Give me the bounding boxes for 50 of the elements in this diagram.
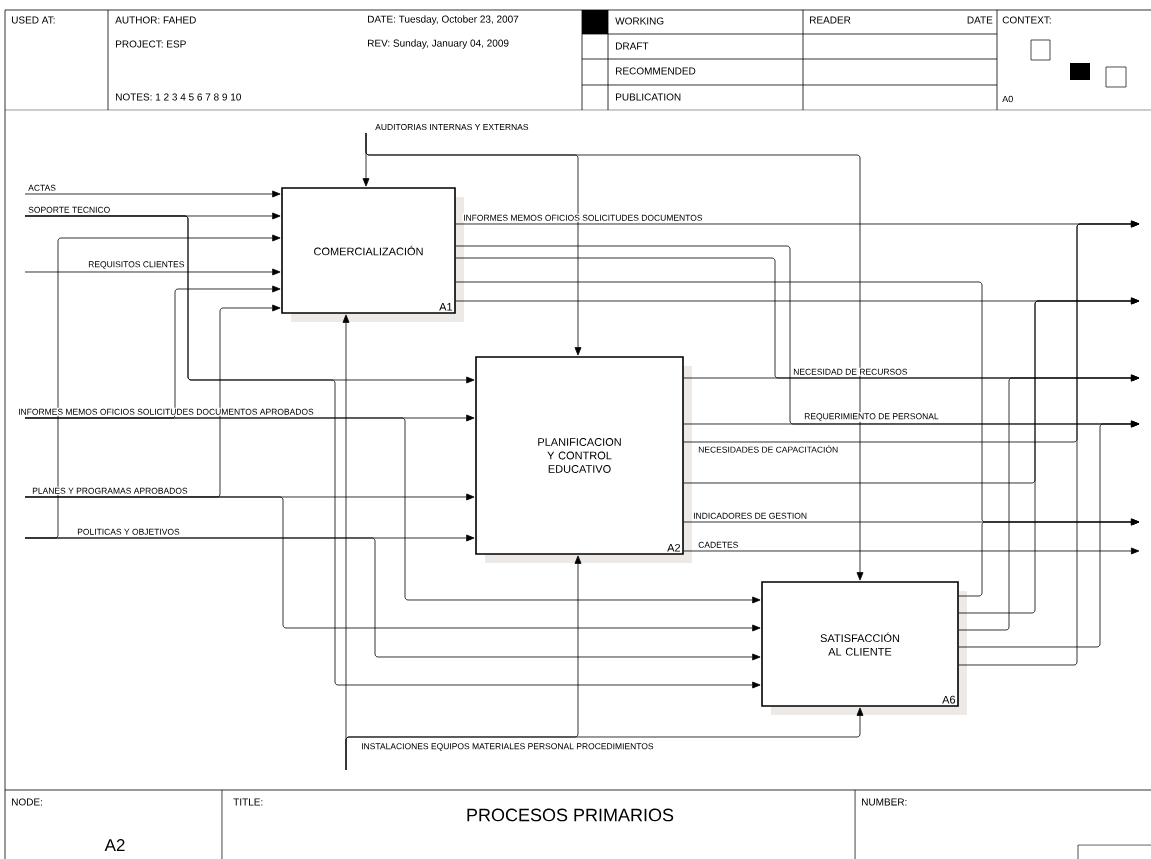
arrow (345, 707, 864, 771)
arrow (24, 537, 761, 661)
arrow (365, 132, 864, 581)
box-number: A1 (439, 303, 453, 311)
box-number: A2 (667, 543, 681, 552)
edge-label: INSTALACIONES EQUIPOS MATERIALES PERSONAL PROCEDIMIENTOS (360, 742, 655, 752)
form-label: READER (810, 16, 851, 24)
edge-label: REQUISITOS CLIENTES (87, 260, 186, 270)
edge-label: INFORMES MEMOS OFICIOS SOLICITUDES DOCUMENTOS APROBADOS (17, 407, 315, 416)
form-label: PROJECT: ESP (116, 40, 186, 48)
arrow (24, 496, 761, 632)
form-label: PUBLICATION (616, 93, 681, 101)
arrow (683, 547, 1140, 555)
form-label: NOTES: 1 2 3 4 5 6 7 8 9 10 (116, 93, 241, 101)
diagram-title: PROCESOS PRIMARIOS (467, 808, 674, 822)
box-number: A6 (942, 695, 956, 704)
arrow (24, 268, 281, 276)
edge-label: NECESIDAD DE RECURSOS (792, 367, 909, 376)
form-label: NODE: (12, 798, 42, 806)
edge-label: CADETES (697, 540, 740, 549)
edge-label: REQUERIMIENTO DE PERSONAL (803, 412, 940, 422)
form-label: AUTHOR: FAHED (115, 16, 196, 24)
arrow (958, 297, 1140, 614)
node-number: A2 (104, 839, 125, 851)
form-label: DATE (967, 16, 993, 24)
form-label: USED AT: (12, 16, 55, 24)
arrow (958, 220, 1140, 666)
edge-label: POLITICAS Y OBJETIVOS (76, 527, 181, 536)
edge-label: AUDITORIAS INTERNAS Y EXTERNAS (374, 123, 530, 131)
form-label: CONTEXT: (1002, 16, 1051, 24)
form-label: TITLE: (233, 798, 263, 806)
arrow (24, 190, 281, 198)
form-label: DATE: Tuesday, October 23, 2007 (368, 15, 519, 25)
edge-label: ACTAS (27, 183, 57, 192)
arrow (958, 518, 1140, 597)
form-label: RECOMMENDED (616, 67, 696, 75)
edge-label: SOPORTE TECNICO (27, 205, 112, 214)
form-label: DRAFT (616, 42, 649, 50)
arrow (958, 374, 1140, 631)
edge-label: INDICADORES DE GESTION (692, 511, 809, 520)
context-node-number: A0 (1002, 95, 1013, 103)
edge-label: PLANES Y PROGRAMAS APROBADOS (31, 486, 189, 495)
form-label: NUMBER: (862, 798, 907, 806)
edge-label: INFORMES MEMOS OFICIOS SOLICITUDES DOCUMENTOS (462, 213, 704, 222)
arrow (958, 420, 1140, 648)
form-label: REV: Sunday, January 04, 2009 (368, 39, 509, 49)
arrow (24, 417, 761, 604)
edge-label: NECESIDADES DE CAPACITACIÓN (697, 444, 840, 454)
arrow (24, 215, 761, 689)
form-label: WORKING (615, 17, 664, 25)
